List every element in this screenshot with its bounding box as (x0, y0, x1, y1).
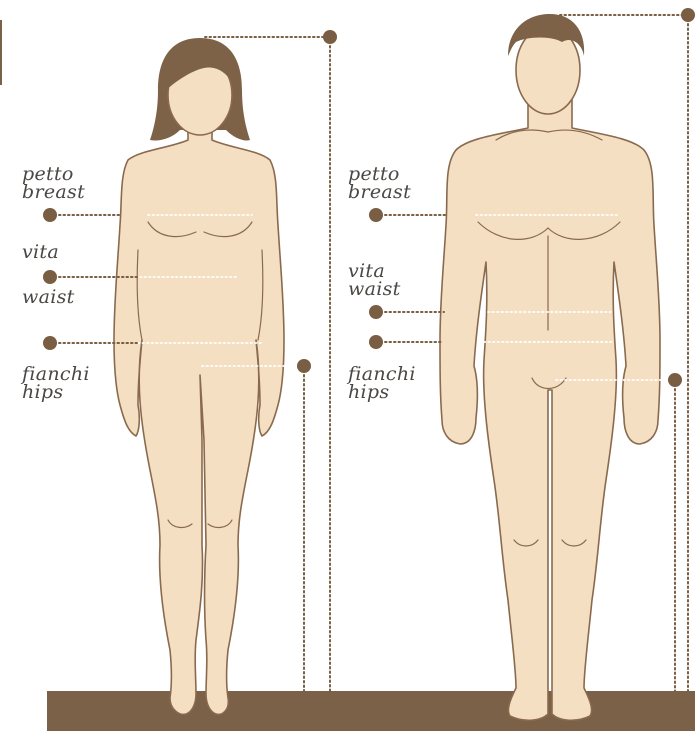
woman-waist-label-en: waist (22, 288, 75, 307)
man-body (440, 98, 660, 720)
woman-hips-dot (43, 336, 57, 350)
floor (47, 691, 695, 731)
man-waist-label-en: waist (348, 280, 401, 299)
woman-waist-dot (43, 270, 57, 284)
woman-breast-label-en: breast (22, 183, 85, 202)
man-figure (440, 14, 660, 720)
man-breast-label-en: breast (348, 183, 411, 202)
man-height-dot (681, 8, 695, 22)
woman-height-dot (323, 30, 337, 44)
man-hips-label-en: hips (348, 383, 389, 402)
woman-inseam-dot (297, 359, 311, 373)
woman-hips-label-en: hips (22, 383, 63, 402)
woman-waist-label-it: vita (22, 243, 59, 262)
woman-figure (114, 38, 284, 714)
man-breast-dot (369, 208, 383, 222)
man-hips-dot (369, 335, 383, 349)
man-waist-dot (369, 305, 383, 319)
woman-breast-dot (43, 208, 57, 222)
man-inseam-dot (668, 373, 682, 387)
woman-body (114, 120, 284, 714)
